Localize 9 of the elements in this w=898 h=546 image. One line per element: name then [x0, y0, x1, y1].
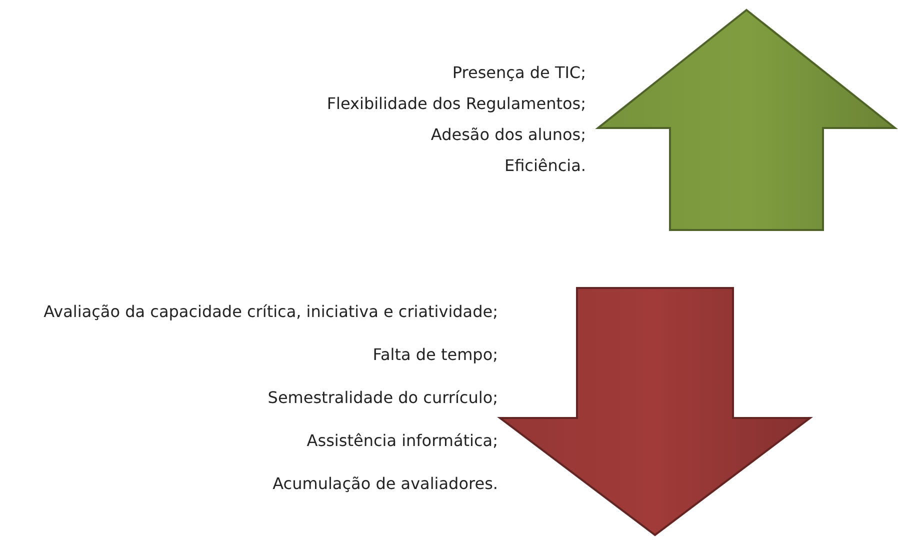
list-item-text: Semestralidade do currículo; [266, 387, 498, 409]
list-item-text: Adesão dos alunos; [430, 124, 586, 146]
list-item-text: Avaliação da capacidade crítica, iniciativa e criatividade; [42, 301, 498, 323]
list-item-text: Flexibilidade dos Regulamentos; [326, 93, 586, 115]
list-item-text: Eficiência. [503, 155, 586, 177]
list-item-text: Falta de tempo; [372, 344, 498, 366]
list-item-text: Assistência informática; [306, 430, 498, 452]
list-item-text: Presença de TIC; [451, 62, 586, 84]
list-item-text: Acumulação de avaliadores. [272, 473, 498, 495]
